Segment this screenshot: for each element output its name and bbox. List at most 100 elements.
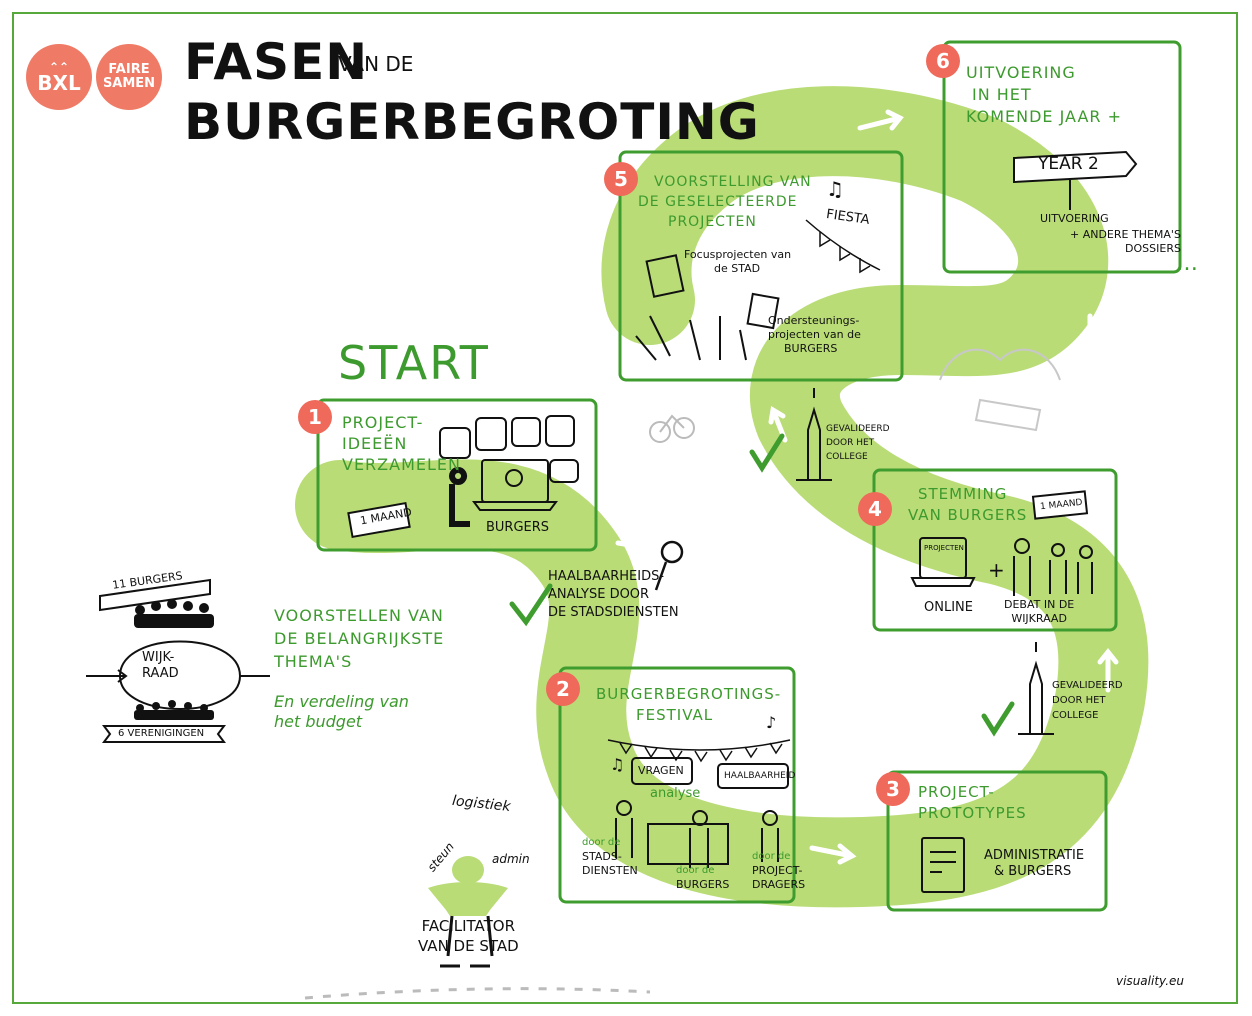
wijkraad-verenigingen: 6 VERENIGINGEN — [118, 728, 205, 739]
step4-online: ONLINE — [924, 600, 973, 615]
title-van-de: VAN DE — [338, 52, 414, 76]
haalbaarheid-line: ANALYSE DOOR — [548, 587, 650, 602]
step6-title-line: UITVOERING — [966, 63, 1076, 82]
step3-box — [886, 770, 1108, 912]
title-line1: FASEN — [184, 33, 369, 91]
step-badge-2: 2 — [546, 672, 580, 706]
gevalideerd-line: GEVALIDEERD — [826, 424, 890, 434]
arrow-icon — [1087, 297, 1113, 331]
step4-title-line: STEMMING — [918, 485, 1008, 503]
plus-icon: + — [988, 558, 1005, 582]
burgers-line: BURGERS — [676, 878, 730, 891]
document-icon — [921, 837, 965, 893]
step3-title: PROJECT- PROTOTYPES — [918, 782, 1027, 824]
step1-burgers: BURGERS — [486, 520, 550, 535]
voorstellen-line: THEMA'S — [274, 652, 353, 671]
crowd-icon — [134, 599, 214, 720]
wijkraad-label-line: RAAD — [142, 666, 179, 681]
step6-note-line: + ANDERE THEMA'S — [1070, 228, 1181, 241]
step6-year: YEAR 2 — [1038, 154, 1099, 174]
start-label: START — [338, 336, 490, 390]
stadsdiensten-line: DIENSTEN — [582, 864, 638, 877]
voorstellen-line: DE BELANGRIJKSTE — [274, 629, 445, 648]
step1-title-line: VERZAMELEN — [342, 455, 461, 474]
haalbaarheid-line: DE STADSDIENSTEN — [548, 605, 679, 620]
step5-title-line: PROJECTEN — [668, 214, 757, 230]
laptop-icon — [910, 537, 976, 587]
check-icon — [981, 701, 1015, 737]
green-path — [295, 86, 1149, 908]
facilitator-label: FACILITATOR VAN DE STAD — [418, 916, 519, 956]
step6-uitvoering: UITVOERING — [1040, 212, 1109, 225]
gevalideerd-line: DOOR HET — [826, 438, 875, 448]
samen-text: SAMEN — [102, 76, 156, 91]
speech-bubble-icon — [631, 757, 789, 789]
magnifier-icon — [654, 540, 684, 591]
step5-note-line: projecten van de — [768, 328, 861, 341]
step1-title-line: IDEEËN — [342, 434, 408, 453]
people-icon — [1013, 538, 1093, 596]
title-line2: BURGERBEGROTING — [184, 93, 760, 151]
arrow-icon — [1097, 647, 1119, 693]
bxl-logo: ⌃⌃ BXL — [26, 44, 92, 110]
step2-projectdragers: door de PROJECT- DRAGERS — [752, 850, 805, 892]
haalbaarheid-note: HAALBAARHEIDS- ANALYSE DOOR DE STADSDIEN… — [548, 568, 679, 622]
check-icon — [749, 433, 785, 473]
bxl-logo-mark: ⌃⌃ — [48, 60, 70, 74]
gevalideerd-line: DOOR HET — [1052, 695, 1106, 706]
door-de-label: door de — [752, 851, 791, 862]
step2-title-line: FESTIVAL — [636, 706, 714, 724]
step4-title: STEMMING VAN BURGERS — [908, 484, 1027, 526]
facilitator-label-line: FACILITATOR — [421, 917, 516, 935]
step6-box — [942, 40, 1182, 274]
step-badge-1: 1 — [298, 400, 332, 434]
cityhall-icon — [796, 388, 832, 481]
step3-participants: ADMINISTRATIE & BURGERS — [984, 848, 1084, 880]
gevalideerd-line: COLLEGE — [826, 452, 868, 462]
step5-title-line: DE GESELECTEERDE — [638, 194, 798, 210]
step2-box — [558, 666, 796, 904]
credit-text: visuality.eu — [1116, 974, 1184, 988]
step6-andere: + ANDERE THEMA'S DOSSIERS — [1070, 228, 1181, 256]
arrow-icon — [857, 109, 904, 131]
step2-analyse: analyse — [650, 786, 701, 801]
step5-focusprojecten: Focusprojecten van de STAD — [684, 248, 791, 276]
facilitator-figure — [428, 856, 508, 968]
step1-box — [316, 398, 598, 552]
check-icon — [509, 583, 553, 627]
step4-debat-line: DEBAT IN DE — [1004, 598, 1075, 611]
step6-note-line: DOSSIERS — [1125, 242, 1181, 255]
step6-title-line: IN HET — [972, 85, 1032, 104]
step5-note-line: Ondersteunings- — [768, 314, 860, 327]
step3-note-line: ADMINISTRATIE — [984, 848, 1085, 863]
park-sketch — [939, 348, 1061, 432]
voorstellen-text: VOORSTELLEN VAN DE BELANGRIJKSTE THEMA'S — [274, 604, 444, 673]
door-de-label: door de — [582, 837, 621, 848]
step2-vragen: VRAGEN — [638, 764, 684, 777]
step5-note-line: de STAD — [714, 262, 761, 275]
bxl-logo-text: BXL — [37, 71, 81, 95]
hands-icon — [635, 254, 780, 361]
step5-box — [618, 150, 904, 382]
step5-note-line: BURGERS — [784, 342, 838, 355]
step3-note-line: & BURGERS — [994, 864, 1072, 879]
step-badge-3: 3 — [876, 772, 910, 806]
projectdragers-line: DRAGERS — [752, 878, 806, 891]
step5-ondersteuning: Ondersteunings- projecten van de BURGERS — [768, 314, 861, 356]
cityhall-icon — [1018, 642, 1054, 735]
speech-bubble-icon — [439, 415, 579, 483]
step4-debat-line: WIJKRAAD — [1011, 612, 1067, 625]
step5-title-line: VOORSTELLING VAN — [654, 174, 812, 190]
step1-title: PROJECT- IDEEËN VERZAMELEN — [342, 412, 461, 475]
gevalideerd-top: GEVALIDEERD DOOR HET COLLEGE — [826, 422, 890, 464]
facilitator-label-line: VAN DE STAD — [418, 937, 519, 955]
haalbaarheid-line: HAALBAARHEIDS- — [548, 569, 665, 584]
gevalideerd-line: GEVALIDEERD — [1052, 680, 1123, 691]
step-badge-4: 4 — [858, 492, 892, 526]
step-badge-6: 6 — [926, 44, 960, 78]
step2-burgers: door de BURGERS — [676, 864, 729, 892]
music-note-icon: ♫ — [826, 177, 844, 201]
wijkraad-diagram — [86, 578, 270, 743]
faire-samen-logo: FAIRE SAMEN — [96, 44, 162, 110]
